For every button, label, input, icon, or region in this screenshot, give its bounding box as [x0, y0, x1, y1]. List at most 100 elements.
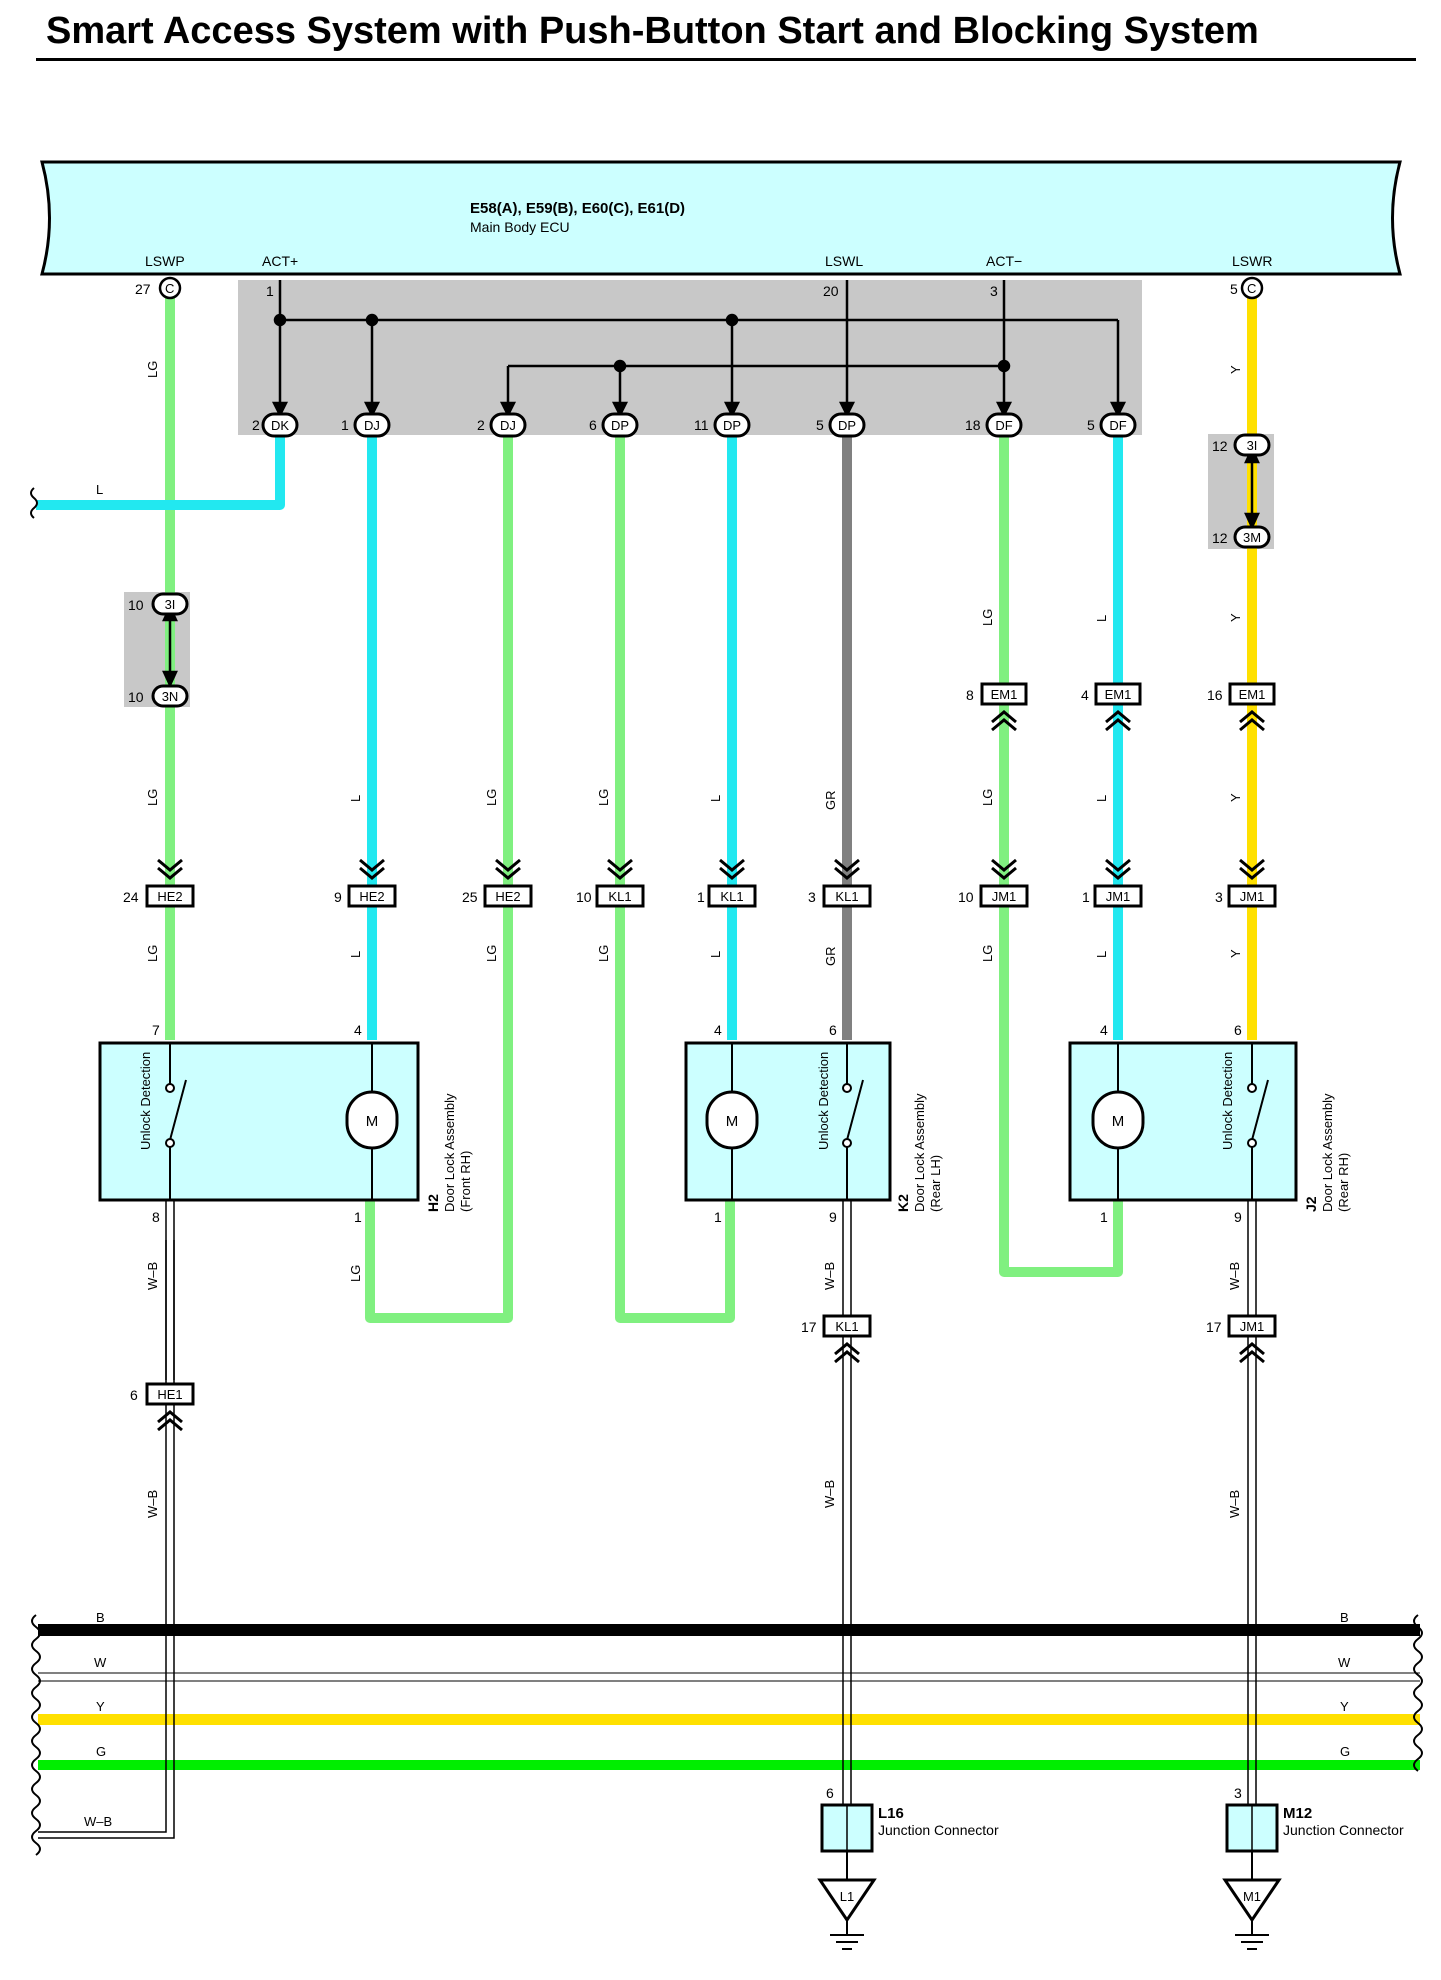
- rc-he2-24-pin: 24: [123, 889, 139, 905]
- l16-code: L16: [878, 1805, 904, 1822]
- inline-left-top-conn: 3I: [165, 597, 176, 612]
- pin-7: 7: [152, 1022, 160, 1038]
- ecu-pin-lswr-conn: C: [1247, 281, 1256, 296]
- jo-dj-1: DJ1: [341, 412, 391, 438]
- rc-kl1-1-pin: 1: [697, 889, 705, 905]
- rc-kl1-3-pin: 3: [808, 889, 816, 905]
- row-connectors: HE2 24 HE2 9 HE2 25 KL1 10 KL1 1 KL1 3 J…: [123, 858, 1277, 908]
- lbl-bus-g-left: G: [96, 1744, 106, 1759]
- terminal-actplus-label: ACT+: [262, 253, 298, 269]
- pin-4: 4: [1100, 1022, 1108, 1038]
- pin-4: 4: [714, 1022, 722, 1038]
- inline-left-top-pin: 10: [128, 597, 144, 613]
- lbl-lswr-y-2: Y: [1228, 613, 1243, 622]
- ecu-pin-lswr-number: 5: [1230, 281, 1238, 297]
- rc-jm1-3-pin: 3: [1215, 889, 1223, 905]
- em1-16-pin: 16: [1207, 687, 1223, 703]
- junction-connector-l16: 6 L16 Junction Connector L1: [817, 1785, 999, 1950]
- l16-name-text: Junction Connector: [878, 1822, 999, 1838]
- component-code: J2: [1303, 1196, 1319, 1212]
- lbl-dp11-l-2: L: [708, 951, 723, 958]
- wire-color-labels: LG L LG LG L L LG LG LG LG LG L L GR GR …: [84, 361, 1351, 1829]
- lbl-bus-w-left: W: [94, 1655, 107, 1670]
- lbl-dj1-l-2: L: [348, 951, 363, 958]
- lbl-dj2-lg-1: LG: [484, 789, 499, 806]
- m12-pin: 3: [1234, 1785, 1242, 1801]
- pin-1: 1: [354, 1209, 362, 1225]
- motor-label: M: [366, 1113, 379, 1130]
- lbl-dp5-gr-2: GR: [823, 947, 838, 967]
- pin-9: 9: [829, 1209, 837, 1225]
- jo-df5-pin: 5: [1087, 417, 1095, 433]
- lc-he1-6-conn: HE1: [157, 1387, 182, 1402]
- lbl-h2-wb-2: W–B: [145, 1490, 160, 1518]
- inline-right-bottom-conn: 3M: [1243, 530, 1261, 545]
- component-name: Door Lock Assembly: [442, 1093, 457, 1212]
- component-position: (Rear LH): [928, 1155, 943, 1212]
- lbl-bus-y-left: Y: [96, 1699, 105, 1714]
- rc-jm1-10-conn: JM1: [992, 889, 1017, 904]
- rc-he2-9-pin: 9: [334, 889, 342, 905]
- l16-pin: 6: [826, 1785, 834, 1801]
- jo-dp-6: DP6: [589, 412, 639, 438]
- lbl-df18-lg-2: LG: [980, 789, 995, 806]
- bus-lines: [30, 487, 1423, 1856]
- jo-dp6-pin: 6: [589, 417, 597, 433]
- m12-name: Junction Connector: [1283, 1822, 1404, 1838]
- rc-jm1-10-pin: 10: [958, 889, 974, 905]
- diagram-title: Smart Access System with Push-Button Sta…: [46, 10, 1259, 52]
- jo-dp11-conn: DP: [723, 418, 741, 433]
- lc-jm1-17-conn: JM1: [1240, 1319, 1265, 1334]
- motor-label: M: [1112, 1113, 1125, 1130]
- lc-jm1-17-pin: 17: [1206, 1319, 1222, 1335]
- lc-kl1-17-conn: KL1: [835, 1319, 858, 1334]
- ecu-pin-actminus-number: 3: [990, 283, 998, 299]
- terminal-lswl-label: LSWL: [825, 253, 863, 269]
- rc-he2-25-pin: 25: [462, 889, 478, 905]
- rc-kl1-10-pin: 10: [576, 889, 592, 905]
- lbl-lswr-y-1: Y: [1228, 365, 1243, 374]
- rc-kl1-3-conn: KL1: [835, 889, 858, 904]
- lbl-bus-wb: W–B: [84, 1814, 112, 1829]
- lbl-lswp-lg-2: LG: [145, 789, 160, 806]
- l16-name: Junction Connector: [878, 1822, 999, 1838]
- rc-jm1-1-conn: JM1: [1106, 889, 1131, 904]
- lbl-dj2-lg-2: LG: [484, 945, 499, 962]
- component-name: Door Lock Assembly: [1320, 1093, 1335, 1212]
- jo-dj-2: DJ2: [477, 412, 527, 438]
- inline-left-bottom-conn: 3N: [162, 689, 179, 704]
- pin-9: 9: [1234, 1209, 1242, 1225]
- inline-right-top-pin: 12: [1212, 438, 1228, 454]
- em1-connectors: EM1 8 EM1 4 EM1 16: [966, 682, 1276, 732]
- lbl-df18-lg-3: LG: [980, 945, 995, 962]
- rc-he2-24-conn: HE2: [157, 889, 182, 904]
- junction-block-area: [238, 280, 1142, 435]
- em1-8-conn: EM1: [991, 687, 1018, 702]
- lbl-lswp-lg-3: LG: [145, 945, 160, 962]
- terminal-lswp-label: LSWP: [145, 253, 185, 269]
- jo-dp5-pin: 5: [816, 417, 824, 433]
- m12-code: M12: [1283, 1805, 1312, 1822]
- rc-jm1-1-pin: 1: [1082, 889, 1090, 905]
- lower-connectors: KL1 17 JM1 17 HE1 6: [130, 1314, 1277, 1432]
- lbl-dj1-l-1: L: [348, 795, 363, 802]
- component-name: Door Lock Assembly: [912, 1093, 927, 1212]
- terminal-actminus-label: ACT−: [986, 253, 1022, 269]
- lbl-lswr-y-3: Y: [1228, 793, 1243, 802]
- lc-kl1-17-pin: 17: [801, 1319, 817, 1335]
- ecu-connectors-label: E58(A), E59(B), E60(C), E61(D): [470, 200, 685, 217]
- jo-dk-pin: 2: [252, 417, 260, 433]
- jo-dp5-conn: DP: [838, 418, 856, 433]
- rc-kl1-10-conn: KL1: [608, 889, 631, 904]
- ecu-pin-lswp-number: 27: [135, 281, 151, 297]
- jo-df5-conn: DF: [1109, 418, 1126, 433]
- lbl-k2-wb-1: W–B: [822, 1262, 837, 1290]
- lbl-df5-l-2: L: [1094, 795, 1109, 802]
- em1-16-conn: EM1: [1239, 687, 1266, 702]
- ecu-terminal-pins: C 27 1 20 3 C 5: [135, 276, 1264, 300]
- switch-label: Unlock Detection: [816, 1052, 831, 1150]
- em1-4-pin: 4: [1081, 687, 1089, 703]
- jo-df-5: DF 5: [1087, 412, 1137, 438]
